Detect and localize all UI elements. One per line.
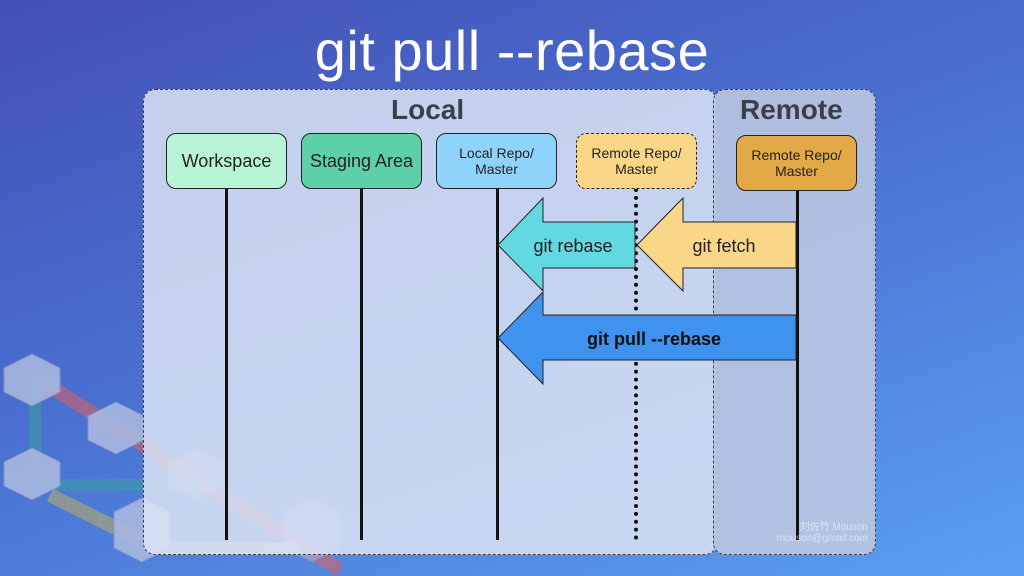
remote-repo-node: Remote Repo/ Master xyxy=(736,135,857,191)
git-rebase-arrow: git rebase xyxy=(497,196,636,293)
staging-lifeline xyxy=(360,188,363,540)
git-rebase-label: git rebase xyxy=(533,236,612,256)
watermark-email: mouson@gmail.com xyxy=(776,533,868,544)
workspace-node: Workspace xyxy=(166,133,287,189)
workspace-lifeline xyxy=(225,188,228,540)
local-repo-lifeline xyxy=(496,188,499,540)
slide-title: git pull --rebase xyxy=(314,19,710,82)
staging-area-node: Staging Area xyxy=(301,133,422,189)
git-fetch-arrow: git fetch xyxy=(636,196,797,293)
local-repo-node: Local Repo/ Master xyxy=(436,133,557,189)
remote-repo-local-node: Remote Repo/ Master xyxy=(576,133,697,189)
watermark-author: 刘佐竹 Mouson xyxy=(799,522,868,533)
git-pull-rebase-label: git pull --rebase xyxy=(587,329,721,349)
local-panel-title: Local xyxy=(391,94,465,125)
git-fetch-label: git fetch xyxy=(692,236,755,256)
git-pull-rebase-arrow: git pull --rebase xyxy=(497,290,797,386)
remote-panel-title: Remote xyxy=(740,94,843,125)
remote-repo-lifeline xyxy=(796,190,799,540)
remote-repo-local-lifeline xyxy=(634,188,638,540)
